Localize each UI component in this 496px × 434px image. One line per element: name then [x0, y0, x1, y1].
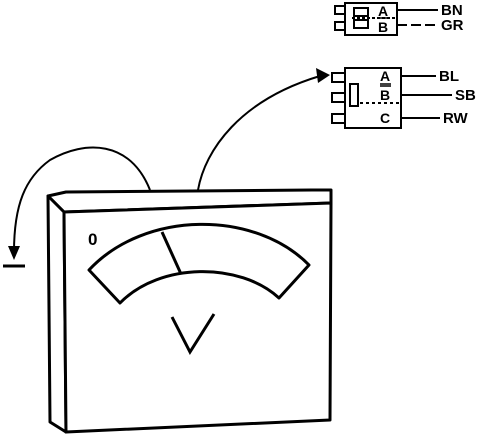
ground-arrow-head — [8, 246, 20, 260]
voltmeter-zero-label: 0 — [88, 230, 97, 249]
connector-bottom-inner — [349, 83, 359, 107]
voltmeter-scale — [87, 222, 311, 305]
wire-label-rw: RW — [443, 110, 469, 127]
probe-arrow-head — [316, 68, 330, 83]
voltmeter-unit-symbol — [170, 313, 216, 356]
connector-top — [334, 2, 438, 36]
connector-top-pin-a-slot — [353, 7, 369, 17]
connector-bottom-latch — [331, 113, 346, 124]
connector-top-latch — [334, 5, 346, 15]
connector-top-pin-label: B — [378, 19, 388, 35]
connector-bottom-body — [344, 67, 402, 129]
connector-bottom-pin-label: A — [380, 68, 390, 84]
connector-bottom-latch — [331, 72, 346, 83]
wire-label-bl: BL — [439, 68, 459, 85]
ground-probe-lead — [13, 146, 151, 253]
wire-label-bn: BN — [441, 2, 463, 19]
wire-label-gr: GR — [441, 17, 464, 34]
probe-leads — [3, 75, 321, 268]
connector-top-latch — [334, 21, 346, 31]
connector-top-pin-b-slot — [353, 19, 369, 29]
wire-label-sb: SB — [455, 87, 476, 104]
voltmeter-needle — [160, 231, 183, 275]
connector-bottom-latch — [331, 92, 346, 103]
positive-probe-lead — [197, 75, 321, 191]
connector-bottom-pin-label: B — [380, 87, 390, 103]
connector-top-pin-label: A — [378, 3, 388, 19]
connector-bottom — [331, 67, 452, 129]
connector-bottom-pin-label: C — [380, 110, 390, 126]
